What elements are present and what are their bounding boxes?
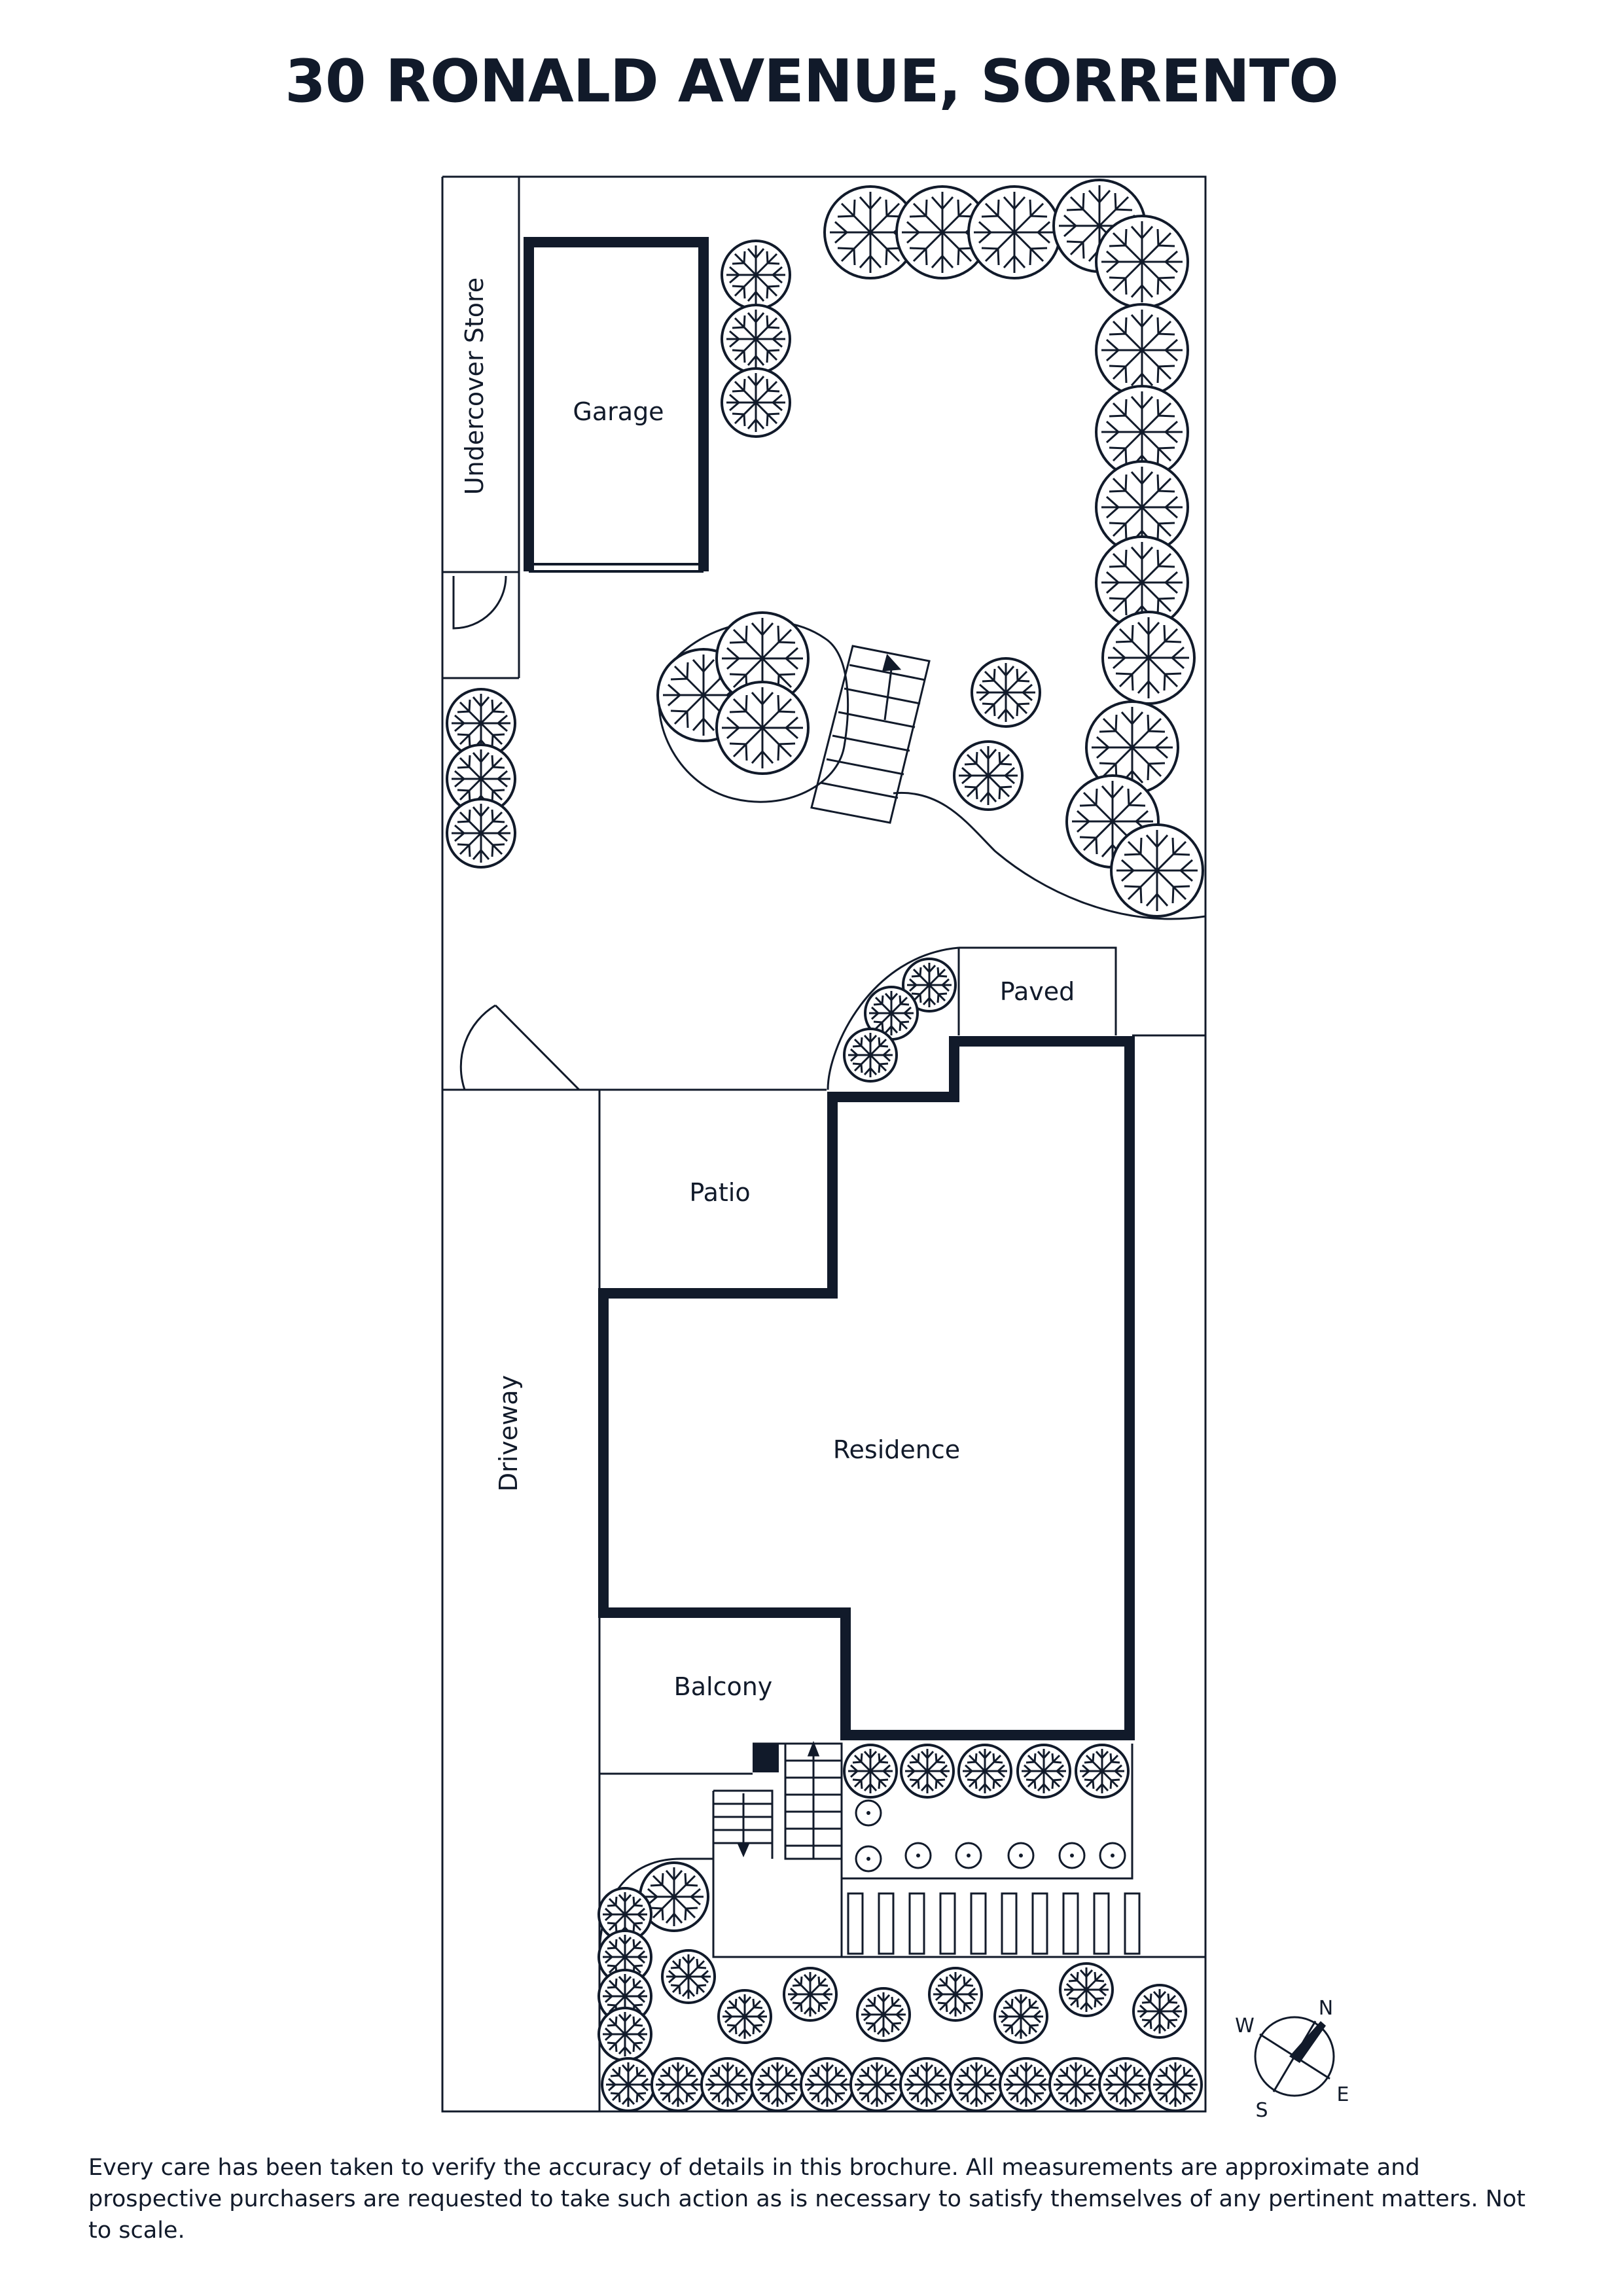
label-paved: Paved [1000, 977, 1075, 1006]
label-driveway: Driveway [494, 1375, 523, 1492]
compass-needle-north [1289, 2021, 1326, 2063]
compass-cross-line [1259, 2033, 1330, 2080]
residence-walls [598, 1036, 1135, 1740]
site-boundary [441, 175, 1207, 2113]
compass-e: E [1337, 2083, 1349, 2106]
label-residence: Residence [833, 1435, 960, 1464]
label-patio: Patio [689, 1178, 750, 1207]
front-stairs [712, 1740, 843, 1860]
page-title: 30 RONALD AVENUE, SORRENTO [285, 47, 1338, 116]
garage-walls [524, 237, 709, 571]
driveway-gate [459, 1004, 580, 1091]
label-balcony: Balcony [674, 1672, 773, 1701]
disclaimer: Every care has been taken to verify the … [88, 2155, 1526, 2244]
label-garage: Garage [573, 397, 664, 426]
compass-ring [1254, 2016, 1335, 2097]
door-store [452, 575, 507, 630]
garage-door [529, 563, 704, 573]
label-undercover-store: Undercover Store [460, 278, 489, 495]
compass-s: S [1255, 2099, 1268, 2122]
compass-w: W [1235, 2015, 1255, 2037]
planter-boxes [847, 1892, 1141, 1955]
compass-n: N [1319, 1997, 1333, 2020]
post [753, 1744, 779, 1772]
garden-steps [810, 645, 931, 824]
compass: N W E S [1235, 1997, 1349, 2122]
trees [446, 179, 1204, 2112]
shrubs [855, 1799, 1126, 1873]
